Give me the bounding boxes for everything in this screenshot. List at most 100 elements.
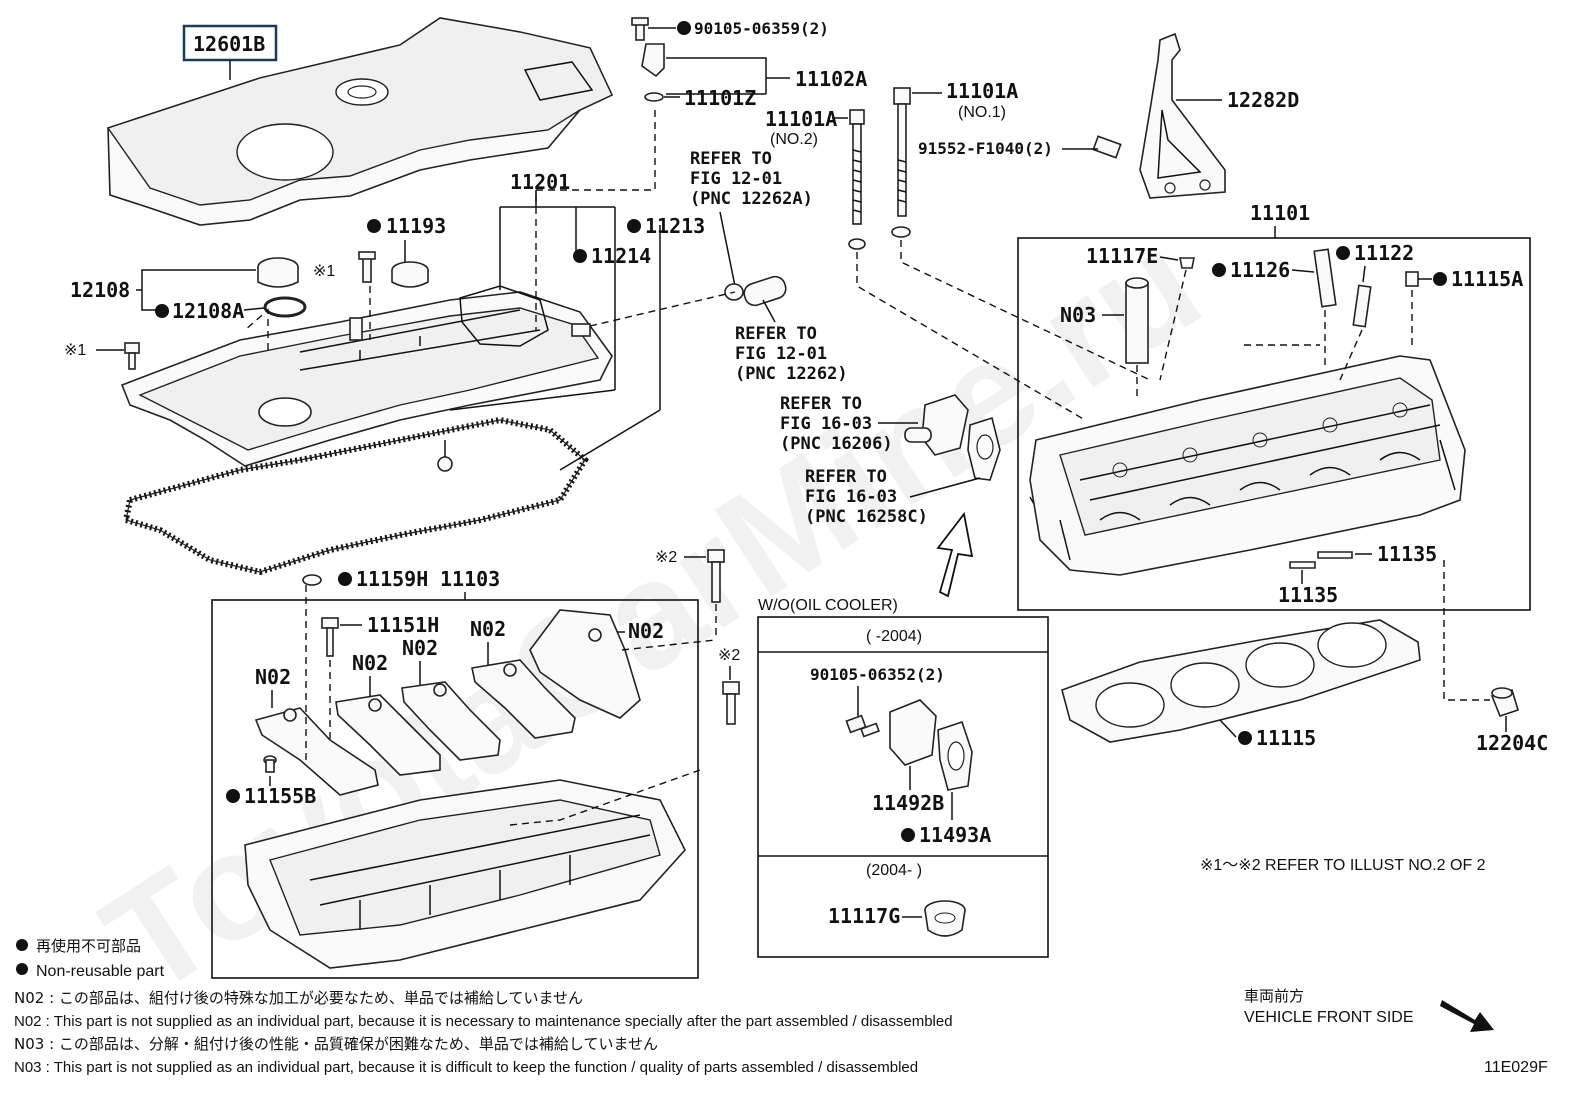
legend-nonreusable-jp: 再使用不可部品 [36, 937, 141, 955]
part-label-12601b[interactable]: 12601B [193, 32, 265, 56]
refer-fig-16-03-a-line1: REFER TO [780, 394, 862, 414]
plug-11117g-illustration [924, 900, 966, 937]
part-label-12108[interactable]: 12108 [70, 278, 130, 302]
figure-code: 11E029F [1484, 1059, 1548, 1076]
plug-12204c-illustration [1490, 687, 1519, 717]
part-label-11159h[interactable]: 11159H [356, 567, 428, 591]
head-bolt-no1 [891, 87, 911, 238]
note-n03-jp: N03 : この部品は、分解・組付け後の性能・品質確保が困難なため、単品では補給… [14, 1035, 658, 1053]
watermark: ToyotaCarMine.ru [76, 198, 1228, 1027]
part-label-11101a-no1-sub: (NO.1) [958, 104, 1006, 121]
refer-fig-16-03-b-line1: REFER TO [805, 467, 887, 487]
head-bolt-no2 [848, 109, 866, 250]
refer-fig-16-03-a-line2: FIG 16-03 [780, 414, 872, 434]
refer-fig-12-01-b-line1: REFER TO [735, 324, 817, 344]
vehicle-front-jp: 車両前方 [1244, 987, 1304, 1005]
seal-11159h-illustration [302, 574, 322, 586]
sleeve-n03-illustration [1125, 277, 1149, 364]
camshaft-housing-box [211, 599, 699, 979]
part-label-11214[interactable]: 11214 [591, 244, 651, 268]
inset-period-2: (2004- ) [866, 862, 922, 879]
cylinder-head-cover-illustration [120, 285, 613, 472]
legend-nonreusable: Non-reusable part [36, 963, 165, 980]
pin-11155b-illustration [263, 755, 277, 773]
refer-fig-16-03-a-line3: (PNC 16206) [780, 434, 893, 454]
camshaft-housing-illustration [244, 779, 686, 969]
ref-mark-1-top: ※1 [313, 263, 335, 280]
vehicle-front-label: VEHICLE FRONT SIDE [1244, 1009, 1414, 1026]
inset-title: W/O(OIL COOLER) [758, 597, 898, 614]
part-label-11135-right[interactable]: 11135 [1377, 542, 1437, 566]
part-label-90105-06359[interactable]: 90105-06359(2) [694, 19, 829, 38]
assembly-direction-arrow [936, 511, 974, 598]
refer-fig-16-03-b-line3: (PNC 16258C) [805, 507, 928, 527]
part-label-11126[interactable]: 11126 [1230, 258, 1290, 282]
refer-fig-16-03-b-line2: FIG 16-03 [805, 487, 897, 507]
part-label-11101z[interactable]: 11101Z [684, 86, 756, 110]
part-label-11151h[interactable]: 11151H [367, 613, 439, 637]
refer-fig-12-01-a-line1: REFER TO [690, 149, 772, 169]
part-label-11492b[interactable]: 11492B [872, 791, 944, 815]
bolt-ref2-mid-illustration [722, 681, 740, 725]
part-label-n02-a[interactable]: N02 [255, 665, 291, 689]
part-label-11122[interactable]: 11122 [1354, 241, 1414, 265]
refer-fig-12-01-b-line3: (PNC 12262) [735, 364, 848, 384]
part-label-11117g[interactable]: 11117G [828, 904, 900, 928]
note-n02-jp: N02 : この部品は、組付け後の特殊な加工が必要なため、単品では補給していませ… [14, 989, 583, 1007]
refer-fig-12-01-a-line2: FIG 12-01 [690, 169, 782, 189]
ref-mark-1-left: ※1 [64, 342, 86, 359]
part-label-11493a[interactable]: 11493A [919, 823, 991, 847]
part-label-11193[interactable]: 11193 [386, 214, 446, 238]
cylinder-head-box [1017, 237, 1531, 611]
gasket-outline [125, 419, 586, 573]
part-label-11117e[interactable]: 11117E [1086, 244, 1158, 268]
engine-hanger-illustration [1092, 32, 1226, 199]
part-label-11102a[interactable]: 11102A [795, 67, 867, 91]
part-label-n02-e[interactable]: N02 [628, 619, 664, 643]
part-label-11115a[interactable]: 11115A [1451, 267, 1523, 291]
cylinder-head-illustration [1029, 355, 1466, 576]
part-label-91552-f1040[interactable]: 91552-F1040(2) [918, 139, 1053, 158]
inset-period-1: ( -2004) [866, 628, 922, 645]
part-label-90105-06352[interactable]: 90105-06352(2) [810, 665, 945, 684]
part-label-12282d[interactable]: 12282D [1227, 88, 1299, 112]
part-label-n03[interactable]: N03 [1060, 303, 1096, 327]
engine-cover-illustration [106, 17, 614, 226]
part-label-12108a[interactable]: 12108A [172, 299, 244, 323]
part-label-11103[interactable]: 11103 [440, 567, 500, 591]
bolt-11151h-illustration [321, 617, 339, 657]
oil-cooler-inset-box [757, 616, 1049, 958]
part-label-11101a-no2[interactable]: 11101A [765, 107, 837, 131]
part-label-n02-b[interactable]: N02 [352, 651, 388, 675]
part-label-n02-d[interactable]: N02 [470, 617, 506, 641]
bolt-ref2-top-illustration [707, 549, 725, 603]
part-label-12204c[interactable]: 12204C [1476, 731, 1548, 755]
part-label-11213[interactable]: 11213 [645, 214, 705, 238]
head-cover-gasket-illustration [122, 416, 589, 576]
ref-mark-2-mid: ※2 [718, 647, 740, 664]
oil-cooler-cover-illustration [845, 699, 973, 791]
part-label-11115[interactable]: 11115 [1256, 726, 1316, 750]
part-label-n02-c[interactable]: N02 [402, 636, 438, 660]
refer-illust-note: ※1～※2 REFER TO ILLUST NO.2 OF 2 [1200, 857, 1486, 874]
part-label-11135-bottom[interactable]: 11135 [1278, 583, 1338, 607]
plug-11193-illustration [391, 261, 429, 288]
bolt-left-illustration [124, 342, 140, 370]
ref-mark-2-top: ※2 [655, 549, 677, 566]
part-label-11101a-no2-sub: (NO.2) [770, 131, 818, 148]
bearing-caps-illustration [254, 609, 641, 796]
part-label-11101a-no1[interactable]: 11101A [946, 79, 1018, 103]
cover-plate-illustration [904, 394, 1001, 481]
sensor-illustration [631, 17, 665, 102]
refer-fig-12-01-b-line2: FIG 12-01 [735, 344, 827, 364]
note-n03-en: N03 : This part is not supplied as an in… [14, 1059, 918, 1076]
hose-clamp-illustration [724, 275, 787, 307]
vehicle-front-arrow-icon [1440, 1000, 1494, 1032]
refer-fig-12-01-a-line3: (PNC 12262A) [690, 189, 813, 209]
oil-filler-cap-illustration [257, 251, 376, 318]
note-n02-en: N02 : This part is not supplied as an in… [14, 1013, 953, 1030]
part-label-11155b[interactable]: 11155B [244, 784, 316, 808]
part-label-11101[interactable]: 11101 [1250, 201, 1310, 225]
